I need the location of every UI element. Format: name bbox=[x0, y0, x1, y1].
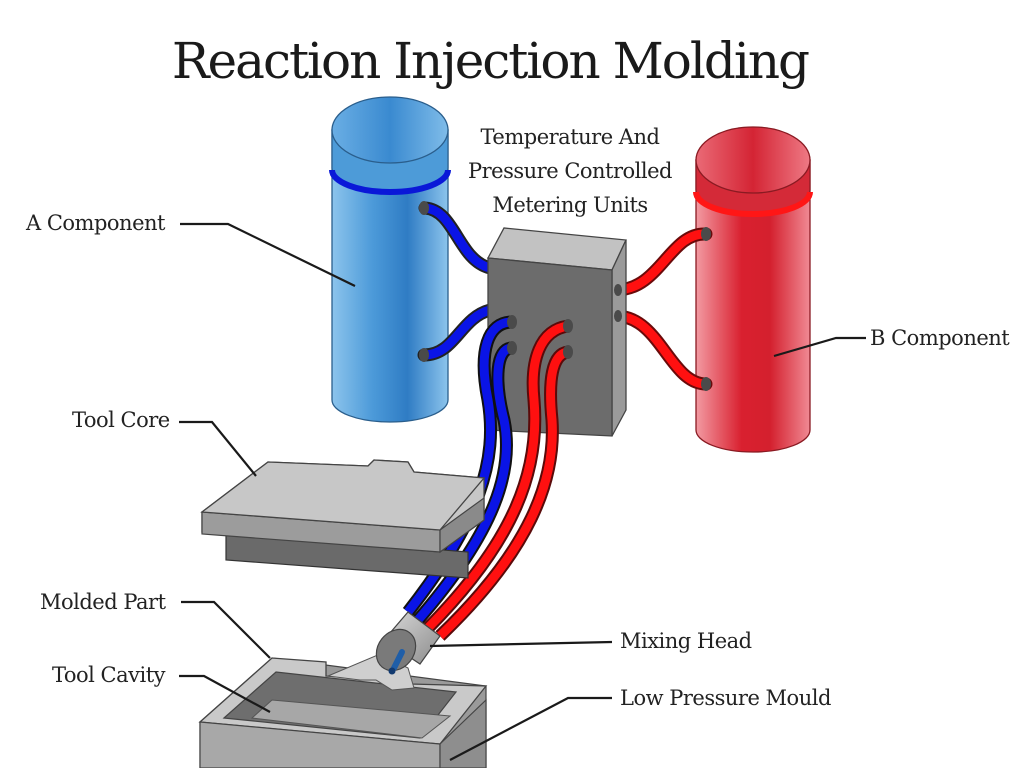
svg-text:Tool Cavity: Tool Cavity bbox=[52, 663, 166, 687]
tool-core bbox=[200, 459, 486, 579]
svg-text:Low Pressure Mould: Low Pressure Mould bbox=[620, 686, 831, 710]
svg-text:A Component: A Component bbox=[25, 211, 166, 235]
tank-ports bbox=[419, 201, 711, 391]
callout-low-pressure-mould: Low Pressure Mould bbox=[449, 686, 831, 761]
svg-text:B Component: B Component bbox=[870, 326, 1010, 350]
svg-text:Tool Core: Tool Core bbox=[72, 408, 170, 432]
b-component-tank bbox=[693, 126, 813, 453]
mixing-head bbox=[375, 611, 441, 675]
svg-text:Metering Units: Metering Units bbox=[492, 193, 647, 217]
svg-text:Molded Part: Molded Part bbox=[40, 590, 167, 614]
callout-tool-core: Tool Core bbox=[72, 408, 257, 477]
tool-cavity bbox=[198, 653, 488, 768]
metering-units-label: Temperature And Pressure Controlled Mete… bbox=[468, 125, 673, 217]
svg-text:Pressure Controlled: Pressure Controlled bbox=[468, 159, 672, 183]
callout-mixing-head: Mixing Head bbox=[429, 629, 752, 653]
svg-text:Mixing Head: Mixing Head bbox=[620, 629, 752, 653]
callout-tool-cavity: Tool Cavity bbox=[52, 663, 271, 713]
diagram-title: Reaction Injection Molding bbox=[172, 32, 809, 90]
svg-text:Temperature And: Temperature And bbox=[481, 125, 660, 149]
b-component-hoses bbox=[609, 227, 713, 391]
metering-outlet-ports bbox=[507, 315, 573, 359]
callout-b-component: B Component bbox=[773, 326, 1011, 358]
metering-unit bbox=[486, 227, 627, 437]
callout-a-component: A Component bbox=[25, 211, 356, 287]
callout-molded-part: Molded Part bbox=[40, 590, 271, 659]
a-component-tank bbox=[329, 96, 451, 423]
a-component-hoses bbox=[417, 201, 497, 362]
